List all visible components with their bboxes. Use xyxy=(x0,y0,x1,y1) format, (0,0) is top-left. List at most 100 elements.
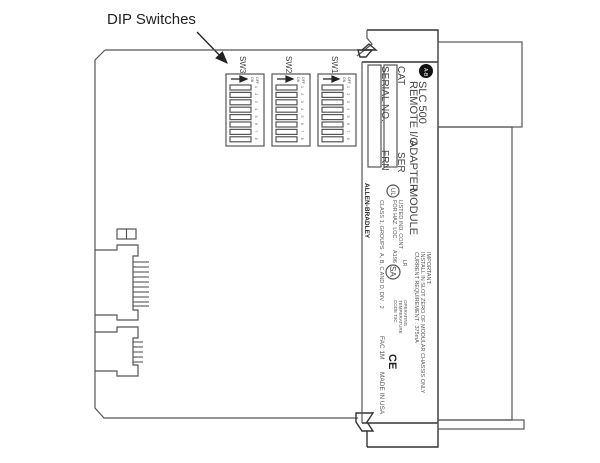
ce-mark: CE xyxy=(386,354,398,369)
dip-switch-6[interactable] xyxy=(229,121,252,128)
dip-switch-7[interactable] xyxy=(275,128,298,135)
product-line-3: ADAPTER xyxy=(407,140,419,192)
dip-switch-7[interactable] xyxy=(321,128,344,135)
operating-line-3: CODE T3C xyxy=(393,300,398,323)
dip-switch-number: 5 xyxy=(346,116,350,118)
ul-text: UL xyxy=(389,188,395,196)
important-title: IMPORTANT: xyxy=(425,252,431,285)
logo-text: A-B xyxy=(422,68,428,77)
dip-switch-number: 1 xyxy=(300,86,304,88)
product-line-2: REMOTE I/O xyxy=(407,81,419,146)
dip-switch-number: 2 xyxy=(346,93,350,95)
dip-bank-name: SW2 xyxy=(284,56,293,74)
dip-switch-3[interactable] xyxy=(275,99,298,106)
dip-switch-1[interactable] xyxy=(229,84,252,91)
dip-header-mark: OFF xyxy=(347,77,351,84)
dip-switch-number: 7 xyxy=(346,130,350,132)
brand-name: ALLEN-BRADLEY xyxy=(363,183,370,239)
dip-switch-6[interactable] xyxy=(321,121,344,128)
dip-on-arrow-icon xyxy=(323,75,341,83)
dip-switch-number: 6 xyxy=(346,123,350,125)
dip-switch-number: 5 xyxy=(300,116,304,118)
dip-bank-frame xyxy=(317,73,357,147)
callout-arrow xyxy=(196,31,228,64)
dip-switch-7[interactable] xyxy=(229,128,252,135)
circuit-board-outline xyxy=(94,49,362,419)
dip-switch-number: 8 xyxy=(300,138,304,140)
dip-switch-number: 4 xyxy=(254,108,258,110)
dip-switch-1[interactable] xyxy=(321,84,344,91)
listed-line-1: LISTED IND. CONT xyxy=(397,200,403,250)
dip-switch-number: 3 xyxy=(254,101,258,103)
ab-logo-icon xyxy=(419,64,433,78)
csa-mark-icon xyxy=(385,264,401,280)
frn-label: FRN xyxy=(379,150,390,171)
csa-text: SA xyxy=(388,266,397,277)
dip-bank-name: SW3 xyxy=(238,56,247,74)
operating-line-2: TEMPERATURE xyxy=(398,300,403,334)
dip-switch-2[interactable] xyxy=(229,91,252,99)
backplane-connector xyxy=(95,228,149,377)
class-line: CLASS 1, GROUPS xyxy=(378,200,384,250)
important-line-1: INSTALL IN SLOT ZERO OF MODULAR CHASSIS … xyxy=(419,252,425,394)
dip-switch-8[interactable] xyxy=(275,136,298,143)
dip-switch-6[interactable] xyxy=(275,121,298,128)
serial-label: SERIAL xyxy=(379,66,390,102)
ul-mark-icon xyxy=(386,184,400,198)
dip-switch-5[interactable] xyxy=(275,113,298,121)
dip-switch-4[interactable] xyxy=(321,106,344,113)
dip-bank-frame xyxy=(271,73,311,147)
dip-header-mark: ON xyxy=(250,77,254,83)
dip-switch-5[interactable] xyxy=(321,113,344,121)
ser-label: SER xyxy=(395,152,406,173)
dip-header-mark: ON xyxy=(342,77,346,83)
dip-switch-number: 7 xyxy=(254,130,258,132)
cat-label: CAT xyxy=(395,66,406,85)
listed-line-2: FOR HAZ. LOC. xyxy=(391,200,397,241)
dip-switch-8[interactable] xyxy=(321,136,344,143)
dip-switch-number: 2 xyxy=(300,93,304,95)
dip-switch-2[interactable] xyxy=(275,91,298,99)
dip-switch-number: 6 xyxy=(300,123,304,125)
made-in-label: MADE IN USA xyxy=(378,372,385,415)
front-label-panel xyxy=(355,29,525,448)
dip-switch-number: 3 xyxy=(346,101,350,103)
important-line-2: CURRENT REQUIREMENT : 375mA xyxy=(413,252,419,343)
csa-code: LR xyxy=(401,260,407,267)
dip-header-mark: OFF xyxy=(255,77,259,84)
dip-switch-4[interactable] xyxy=(275,106,298,113)
dip-switch-number: 1 xyxy=(254,86,258,88)
groups-line: A, B, C AND D, DIV . 2 xyxy=(378,253,384,309)
dip-on-arrow-icon xyxy=(277,75,295,83)
product-line: SLC 500 xyxy=(416,81,428,124)
dip-switch-5[interactable] xyxy=(229,113,252,121)
operating-line-1: OPERATING xyxy=(403,300,408,327)
dip-switch-number: 8 xyxy=(254,138,258,140)
dip-switch-1[interactable] xyxy=(275,84,298,91)
dip-switch-2[interactable] xyxy=(321,91,344,99)
dip-header-mark: OFF xyxy=(301,77,305,84)
no-label: NO. xyxy=(379,104,390,122)
dip-on-arrow-icon xyxy=(231,75,249,83)
dip-switches-callout: DIP Switches xyxy=(107,11,196,28)
product-line-4: MODULE xyxy=(407,188,419,235)
dip-switch-number: 8 xyxy=(346,138,350,140)
dip-switch-number: 4 xyxy=(300,108,304,110)
dip-switch-4[interactable] xyxy=(229,106,252,113)
dip-switch-number: 6 xyxy=(254,123,258,125)
dip-switch-3[interactable] xyxy=(229,99,252,106)
dip-switch-number: 4 xyxy=(346,108,350,110)
dip-switch-number: 1 xyxy=(346,86,350,88)
dip-switch-number: 3 xyxy=(300,101,304,103)
dip-switch-3[interactable] xyxy=(321,99,344,106)
dip-bank-frame xyxy=(225,73,265,147)
dip-switch-number: 7 xyxy=(300,130,304,132)
dip-switch-8[interactable] xyxy=(229,136,252,143)
fac-label: FAC 1M xyxy=(378,336,385,359)
dip-switch-number: 5 xyxy=(254,116,258,118)
